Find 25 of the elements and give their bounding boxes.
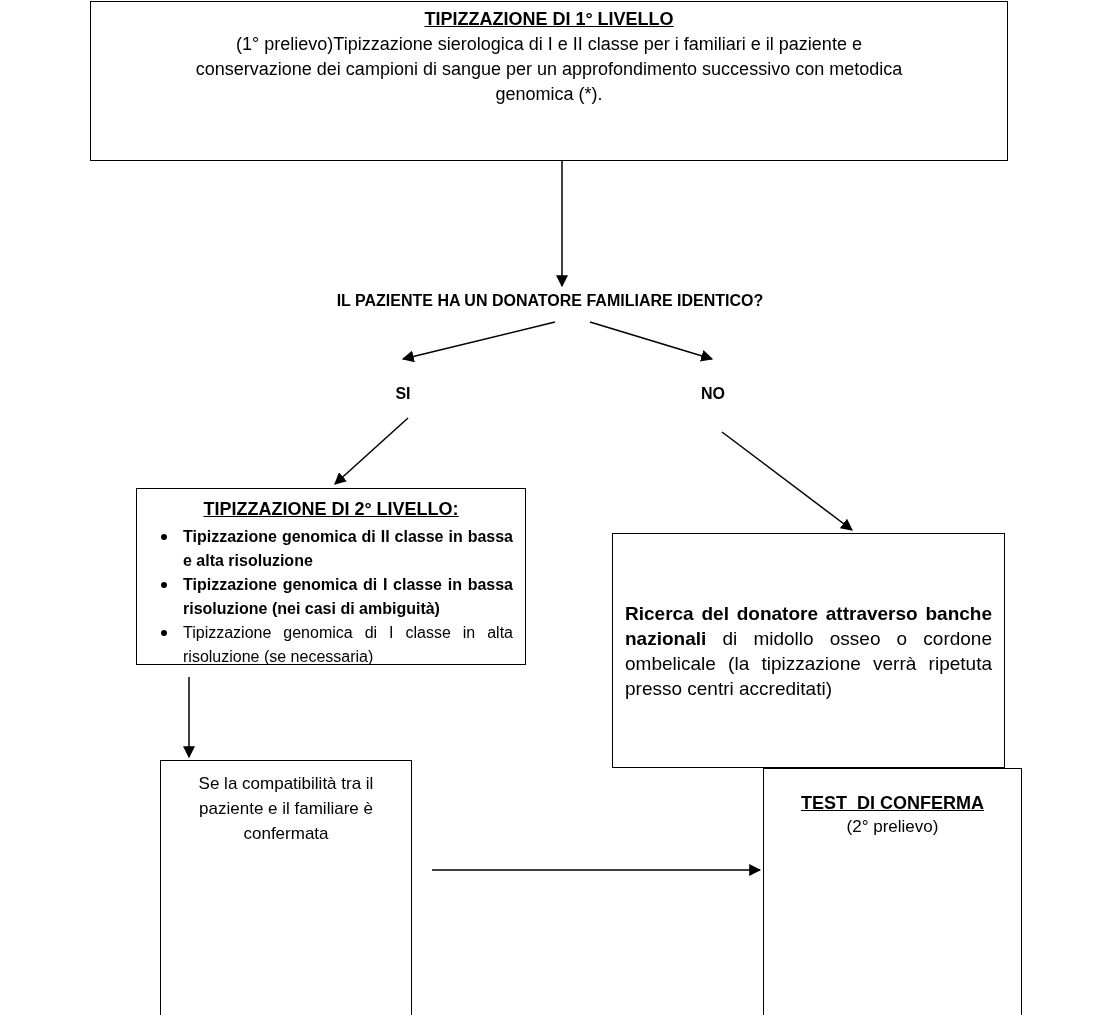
process-box: [763, 768, 1022, 1015]
arrow: [589, 321, 714, 362]
list-item: Tipizzazione genomica di II classe in bassa e alta risoluzione: [183, 527, 513, 571]
arrow: [401, 321, 556, 363]
branch-label: SI: [395, 384, 411, 404]
arrow: [334, 417, 409, 485]
arrow: [431, 864, 762, 876]
list-item: Tipizzazione genomica di I classe in bassa risoluzione (nei casi di ambiguità): [183, 575, 513, 619]
process-box: [160, 760, 412, 1015]
arrow: [721, 431, 853, 531]
process-box: [612, 533, 1005, 768]
box-description: (2° prelievo): [845, 816, 940, 838]
list-item: Tipizzazione genomica di I classe in alta risoluzione (se necessaria): [183, 623, 513, 667]
box-description: Se la compatibilità tra il paziente e il familiare è confermata: [197, 773, 375, 845]
branch-label: NO: [701, 384, 725, 404]
box-heading: TEST DI CONFERMA: [800, 792, 985, 815]
box-heading: TIPIZZAZIONE DI 2° LIVELLO:: [202, 498, 460, 521]
process-box: [90, 1, 1008, 161]
arrow: [556, 160, 568, 288]
box-description: (1° prelievo)Tipizzazione sierologica di I e II classe per i familiari e il paziente e conservazione dei campioni di sangue per un approfondimento successivo con metodica genomica (*).: [194, 33, 904, 106]
box-description: Ricerca del donatore attraverso banche nazionali di midollo osseo o cordone ombelicale (la tipizzazione verrà ripetuta presso centri accreditati): [625, 601, 992, 701]
arrow: [183, 676, 195, 759]
decision-question: IL PAZIENTE HA UN DONATORE FAMILIARE IDENTICO?: [336, 291, 764, 311]
box-heading: TIPIZZAZIONE DI 1° LIVELLO: [423, 8, 675, 31]
process-box: [136, 488, 526, 665]
